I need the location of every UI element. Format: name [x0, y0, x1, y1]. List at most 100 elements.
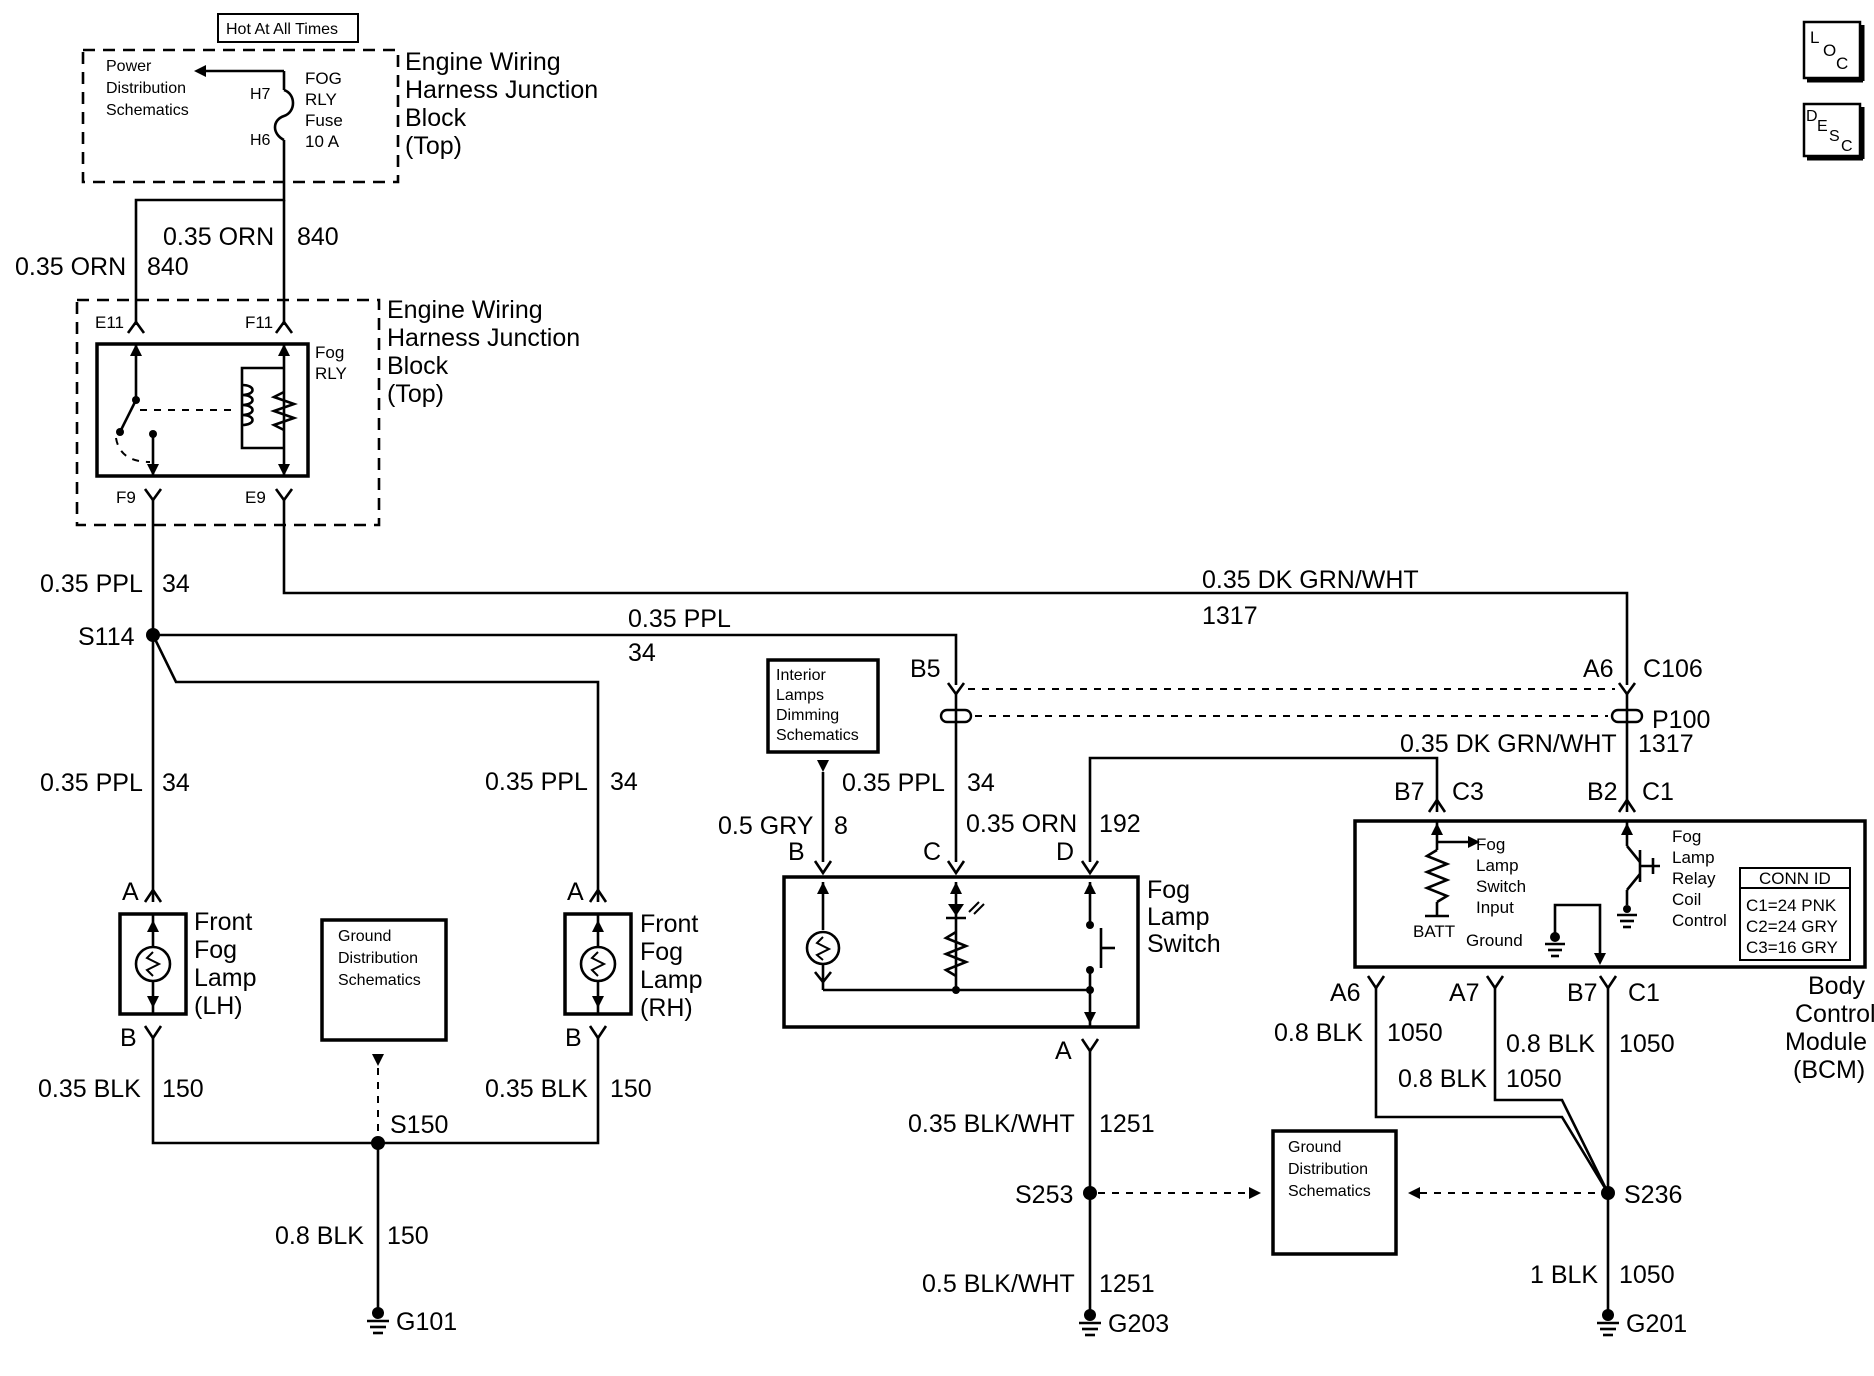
connector-switch-c-icon	[946, 860, 966, 876]
connector-e11-icon	[126, 319, 146, 334]
splice-s114: S114	[78, 623, 135, 651]
wire-num-150-lh: 150	[162, 1075, 204, 1103]
ground-link-s236-arrow-icon	[1408, 1187, 1420, 1199]
wire-num-1050-a6: 1050	[1387, 1019, 1443, 1047]
bcm-input-label-1: Fog	[1476, 835, 1505, 854]
wire-num-34-c: 34	[967, 769, 995, 797]
wire-num-840-left: 840	[147, 253, 189, 281]
fog-lamp-switch-label-3: Switch	[1147, 930, 1221, 958]
ground-g203: G203	[1108, 1310, 1169, 1338]
ground-g101-icon	[367, 1307, 389, 1335]
wire-num-34-rh: 34	[610, 768, 638, 796]
connector-switch-b-icon	[813, 860, 833, 876]
pin-h7: H7	[250, 86, 271, 103]
wire-num-34-lh: 34	[162, 769, 190, 797]
ground-distribution-right-box[interactable]	[1271, 1129, 1398, 1256]
wire-1050-a7	[1493, 988, 1610, 1194]
junction-block-top-4: (Top)	[405, 132, 462, 160]
ground-distribution-left-arrow-icon	[372, 1054, 384, 1066]
pin-rh-a: A	[567, 878, 584, 906]
bcm-ground: Ground	[1466, 931, 1523, 950]
wire-num-34-b5: 34	[628, 639, 656, 667]
connector-p100: P100	[1652, 706, 1710, 734]
desc-letter-s: S	[1829, 128, 1840, 145]
ground-distribution-right-2: Distribution	[1288, 1161, 1368, 1178]
fog-lamp-rh-label-1: Front	[640, 910, 698, 938]
wire-label-blk-g101: 0.8 BLK	[275, 1222, 364, 1250]
desc-icon[interactable]: D E S C	[1802, 102, 1865, 161]
wire-label-dkgrn-bcm: 0.35 DK GRN/WHT	[1400, 730, 1617, 758]
wire-num-1251-a: 1251	[1099, 1110, 1155, 1138]
pin-switch-d: D	[1056, 838, 1074, 866]
fog-lamp-switch-label-2: Lamp	[1147, 903, 1210, 931]
conn-id-c1: C1=24 PNK	[1746, 896, 1837, 915]
wire-label-blkwht-a: 0.35 BLK/WHT	[908, 1110, 1075, 1138]
pin-a7: A7	[1449, 979, 1480, 1007]
junction-block-mid-4: (Top)	[387, 380, 444, 408]
wire-label-blk-a7: 0.8 BLK	[1398, 1065, 1487, 1093]
connector-f9-icon	[143, 488, 163, 503]
wire-34-rh	[151, 634, 600, 902]
wire-num-840-right: 840	[297, 223, 339, 251]
wire-label-blk-rh: 0.35 BLK	[485, 1075, 588, 1103]
wire-label-blk-a6: 0.8 BLK	[1274, 1019, 1363, 1047]
wire-label-blkwht-g203: 0.5 BLK/WHT	[922, 1270, 1075, 1298]
connector-switch-a-icon	[1080, 1038, 1100, 1054]
bcm-input-label-3: Switch	[1476, 877, 1526, 896]
wire-label-gry: 0.5 GRY	[718, 812, 814, 840]
bcm-switch-input-icon	[1423, 821, 1480, 918]
wire-label-ppl-lh: 0.35 PPL	[40, 769, 143, 797]
pin-switch-b: B	[788, 838, 805, 866]
wire-num-1050-b7: 1050	[1619, 1030, 1675, 1058]
wire-label-orn-left: 0.35 ORN	[15, 253, 126, 281]
splice-s253-dot	[1083, 1186, 1097, 1200]
power-distribution-line3: Schematics	[106, 102, 189, 119]
junction-block-mid-2: Harness Junction	[387, 324, 580, 352]
conn-id-c2: C2=24 GRY	[1746, 917, 1838, 936]
wire-label-blk-b7: 0.8 BLK	[1506, 1030, 1595, 1058]
bcm-relay-label-3: Relay	[1672, 869, 1716, 888]
fuse-icon	[273, 88, 295, 142]
ground-g201: G201	[1626, 1310, 1687, 1338]
interior-lamps-4: Schematics	[776, 727, 859, 744]
loc-letter-l: L	[1810, 28, 1819, 47]
wire-label-blk-lh: 0.35 BLK	[38, 1075, 141, 1103]
bcm-relay-label-1: Fog	[1672, 827, 1701, 846]
bcm-label-2: Control	[1795, 1000, 1874, 1028]
pin-lh-b: B	[120, 1024, 137, 1052]
wire-num-1251-g203: 1251	[1099, 1270, 1155, 1298]
pin-e11: E11	[95, 313, 124, 332]
loc-letter-c: C	[1836, 54, 1848, 73]
interior-lamps-box[interactable]	[766, 658, 880, 754]
ground-distribution-left-2: Distribution	[338, 950, 418, 967]
conn-id-c3: C3=16 GRY	[1746, 938, 1838, 957]
ground-g203-icon	[1079, 1309, 1101, 1337]
wire-num-150-g101: 150	[387, 1222, 429, 1250]
wire-label-ppl-c: 0.35 PPL	[842, 769, 945, 797]
pin-f9: F9	[116, 488, 136, 507]
wire-num-1050-g201: 1050	[1619, 1261, 1675, 1289]
connector-a7-icon	[1485, 975, 1505, 991]
wire-label-ppl-b5: 0.35 PPL	[628, 605, 731, 633]
pin-c1-bottom: C1	[1628, 979, 1660, 1007]
pin-switch-a: A	[1055, 1037, 1072, 1065]
bcm-relay-label-2: Lamp	[1672, 848, 1715, 867]
fog-rly-label-1: Fog	[315, 343, 344, 362]
interior-lamps-1: Interior	[776, 667, 826, 684]
connector-lh-b-icon	[143, 1025, 163, 1041]
wire-840-left	[134, 182, 286, 325]
connector-b7-c3-icon	[1427, 797, 1447, 813]
wire-label-orn-right: 0.35 ORN	[163, 223, 274, 251]
ground-distribution-left-box[interactable]	[320, 918, 448, 1042]
relay-coil-icon	[240, 344, 298, 476]
desc-letter-d: D	[1806, 108, 1818, 125]
bcm-relay-label-5: Control	[1672, 911, 1727, 930]
loc-icon[interactable]: L O C	[1802, 20, 1865, 83]
fuse-label-4: 10 A	[305, 132, 340, 151]
fog-lamp-rh-label-3: Lamp	[640, 966, 703, 994]
junction-block-mid-1: Engine Wiring	[387, 296, 543, 324]
wire-label-ppl-f9: 0.35 PPL	[40, 570, 143, 598]
wire-label-orn-d: 0.35 ORN	[966, 810, 1077, 838]
wire-num-8: 8	[834, 812, 848, 840]
